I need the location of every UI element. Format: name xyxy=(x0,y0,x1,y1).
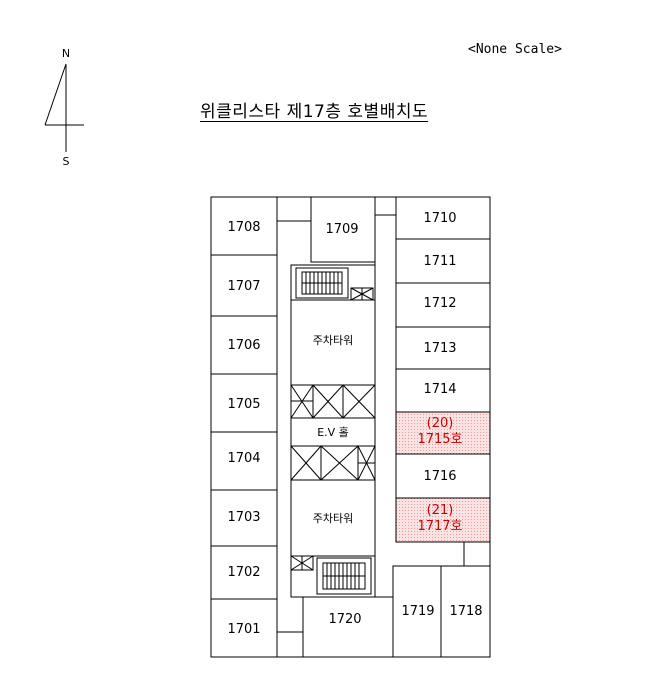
shaft-box-icon xyxy=(290,555,314,571)
room-1703: 1703 xyxy=(227,510,260,525)
room-1705: 1705 xyxy=(227,397,260,412)
room-1702: 1702 xyxy=(227,565,260,580)
elevator-icon xyxy=(290,384,376,419)
room-1707: 1707 xyxy=(227,279,260,294)
room-1720: 1720 xyxy=(328,612,361,627)
north-label: N xyxy=(62,47,70,60)
room-1704: 1704 xyxy=(227,451,260,466)
room-1709: 1709 xyxy=(325,222,358,237)
room-1717-highlight xyxy=(396,498,490,542)
room-1714: 1714 xyxy=(423,382,456,397)
room-1708: 1708 xyxy=(227,220,260,235)
parking-tower-top: 주차타워 xyxy=(313,334,353,347)
room-1701: 1701 xyxy=(227,622,260,637)
room-1711: 1711 xyxy=(423,254,456,269)
shaft-box-icon xyxy=(350,287,374,301)
south-label: S xyxy=(63,155,70,168)
north-arrow-icon xyxy=(44,63,84,152)
elevator-icon xyxy=(290,445,376,481)
room-1718: 1718 xyxy=(449,604,482,619)
scale-note: <None Scale> xyxy=(468,42,562,57)
room-1717-label: 1717호 xyxy=(417,519,462,534)
room-1712: 1712 xyxy=(423,296,456,311)
parking-tower-bottom: 주차타워 xyxy=(313,512,353,525)
staircase-icon xyxy=(295,267,349,299)
page-title: 위클리스타 제17층 호별배치도 xyxy=(200,102,429,122)
room-1717-number: (21) xyxy=(427,503,454,518)
room-1715-label: 1715호 xyxy=(417,432,462,447)
room-1715-highlight xyxy=(396,412,490,454)
room-1706: 1706 xyxy=(227,338,260,353)
ev-hall: E.V 홀 xyxy=(317,426,349,439)
room-1710: 1710 xyxy=(423,211,456,226)
staircase-icon xyxy=(316,557,372,595)
plan-lines xyxy=(210,196,491,658)
room-1715-number: (20) xyxy=(427,416,454,431)
room-1719: 1719 xyxy=(401,604,434,619)
room-1716: 1716 xyxy=(423,469,456,484)
room-1713: 1713 xyxy=(423,341,456,356)
